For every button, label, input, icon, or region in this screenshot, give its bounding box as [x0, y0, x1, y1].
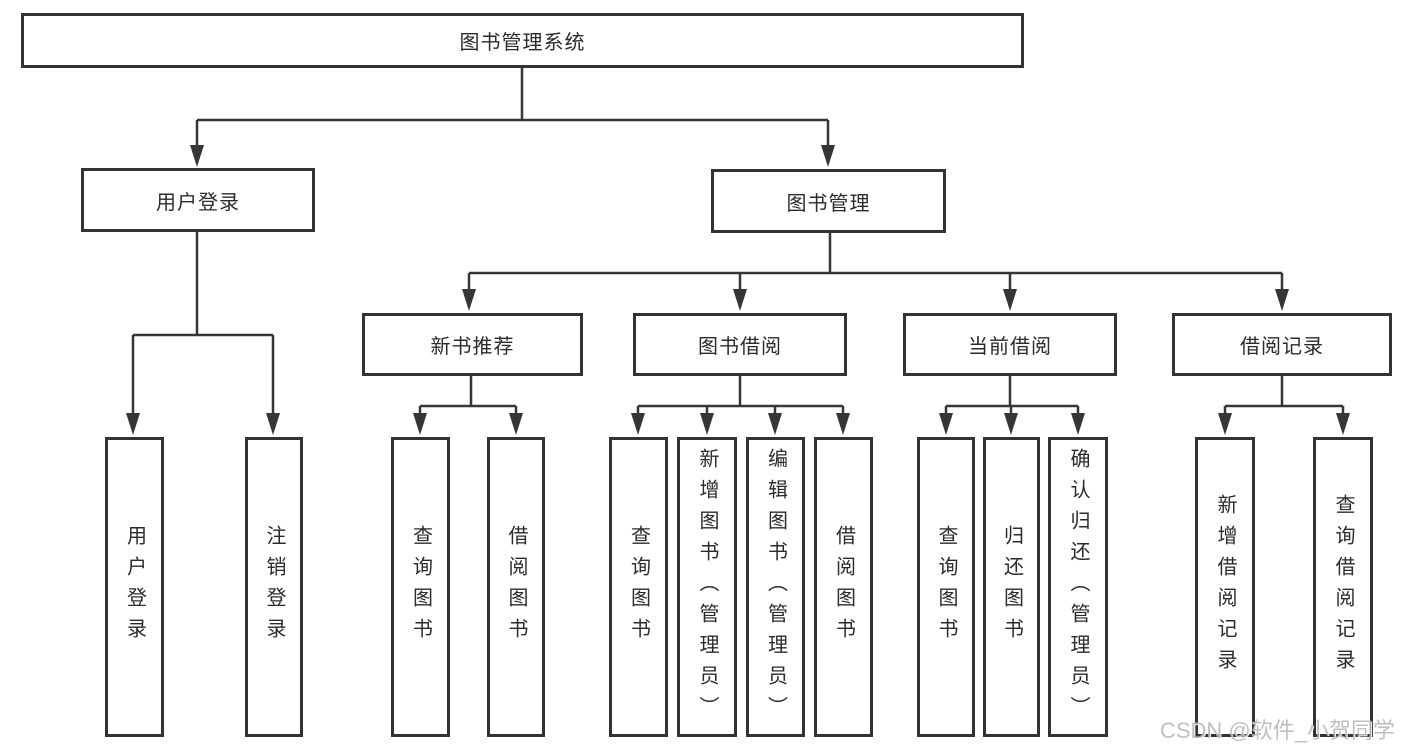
leaf-label: 归还图书 [1000, 525, 1023, 649]
csdn-watermark: CSDN @软件_小贺同学 [1159, 718, 1395, 743]
node-current-borrow: 当前借阅 [903, 313, 1117, 376]
leaf-return-books: 归还图书 [983, 437, 1040, 737]
node-library-management-system: 图书管理系统 [21, 13, 1024, 68]
leaf-query-books-borrow: 查询图书 [609, 437, 668, 737]
leaf-confirm-return-admin: 确认归还（管理员） [1048, 437, 1108, 737]
node-book-borrow: 图书借阅 [633, 313, 847, 376]
node-borrow-records: 借阅记录 [1172, 313, 1392, 376]
leaf-label: 编辑图书（管理员） [764, 447, 787, 727]
leaf-label: 新增借阅记录 [1214, 494, 1236, 680]
leaf-user-login: 用户登录 [105, 437, 164, 737]
leaf-add-borrow-record: 新增借阅记录 [1195, 437, 1255, 737]
leaf-label: 新增图书（管理员） [696, 447, 718, 727]
leaf-label: 查询借阅记录 [1332, 494, 1354, 680]
leaf-label: 借阅图书 [505, 525, 527, 649]
leaf-label: 用户登录 [123, 525, 146, 649]
leaf-label: 注销登录 [263, 525, 285, 649]
leaf-query-borrow-record: 查询借阅记录 [1313, 437, 1373, 737]
leaf-borrow-books: 借阅图书 [814, 437, 873, 737]
leaf-label: 确认归还（管理员） [1067, 447, 1089, 727]
leaf-query-books-recommend: 查询图书 [391, 437, 450, 737]
node-user-login: 用户登录 [81, 168, 315, 232]
leaf-add-books-admin: 新增图书（管理员） [677, 437, 737, 737]
leaf-label: 查询图书 [409, 525, 432, 649]
leaf-borrow-books-recommend: 借阅图书 [487, 437, 545, 737]
node-book-management: 图书管理 [711, 169, 946, 233]
leaf-label: 查询图书 [935, 525, 957, 649]
leaf-logout: 注销登录 [245, 437, 303, 737]
leaf-query-books-current: 查询图书 [917, 437, 975, 737]
node-new-book-recommend: 新书推荐 [362, 313, 583, 376]
leaf-label: 查询图书 [627, 525, 650, 649]
leaf-edit-books-admin: 编辑图书（管理员） [746, 437, 805, 737]
leaf-label: 借阅图书 [832, 525, 855, 649]
